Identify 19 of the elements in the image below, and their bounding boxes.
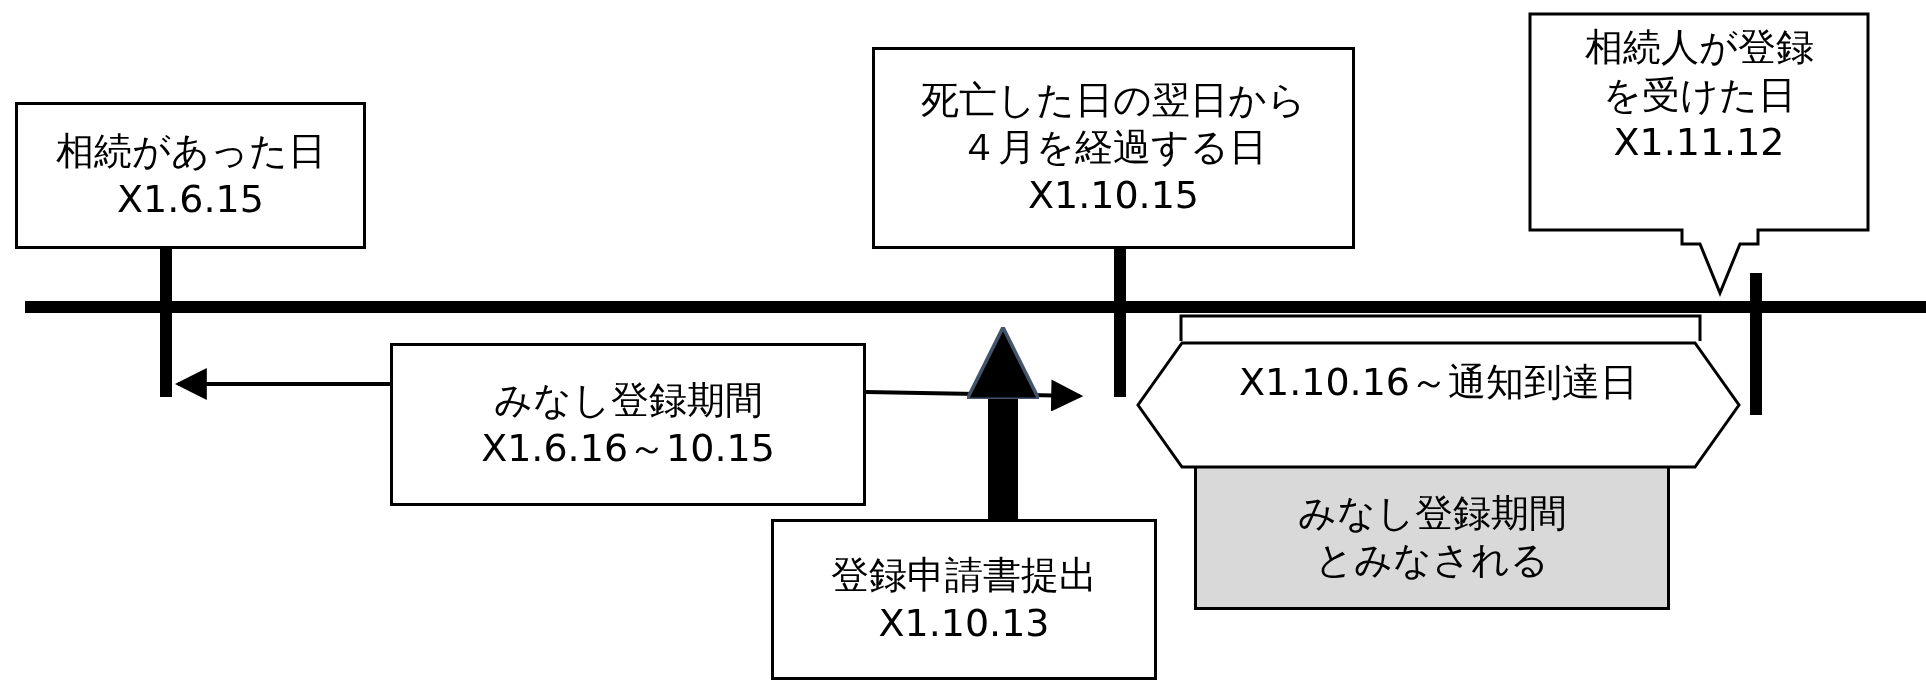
block-arrow	[965, 325, 1041, 519]
event-box	[15, 102, 366, 249]
node-label: X1.10.16～通知到達日	[1238, 359, 1639, 406]
arrow	[865, 379, 1084, 412]
date-label: X1.6.16～10.15	[481, 424, 775, 472]
event-box	[771, 519, 1157, 680]
event-box	[872, 47, 1355, 249]
node-label: 相続があった日	[55, 128, 326, 175]
date-label: X1.10.13	[878, 599, 1050, 647]
node-label: 登録申請書提出	[831, 552, 1097, 599]
arrow	[174, 368, 390, 400]
node-label: みなし登録期間	[493, 377, 763, 424]
node-label: 相続人が登録を受けた日	[1583, 24, 1815, 119]
period-box	[390, 343, 866, 506]
node-label: 死亡した日の翌日から４月を経過する日	[920, 76, 1307, 172]
date-label: X1.11.12	[1613, 119, 1785, 166]
node-label: みなし登録期間とみなされる	[1296, 489, 1568, 584]
date-label: X1.6.15	[117, 175, 264, 223]
date-label: X1.10.15	[1027, 171, 1200, 219]
